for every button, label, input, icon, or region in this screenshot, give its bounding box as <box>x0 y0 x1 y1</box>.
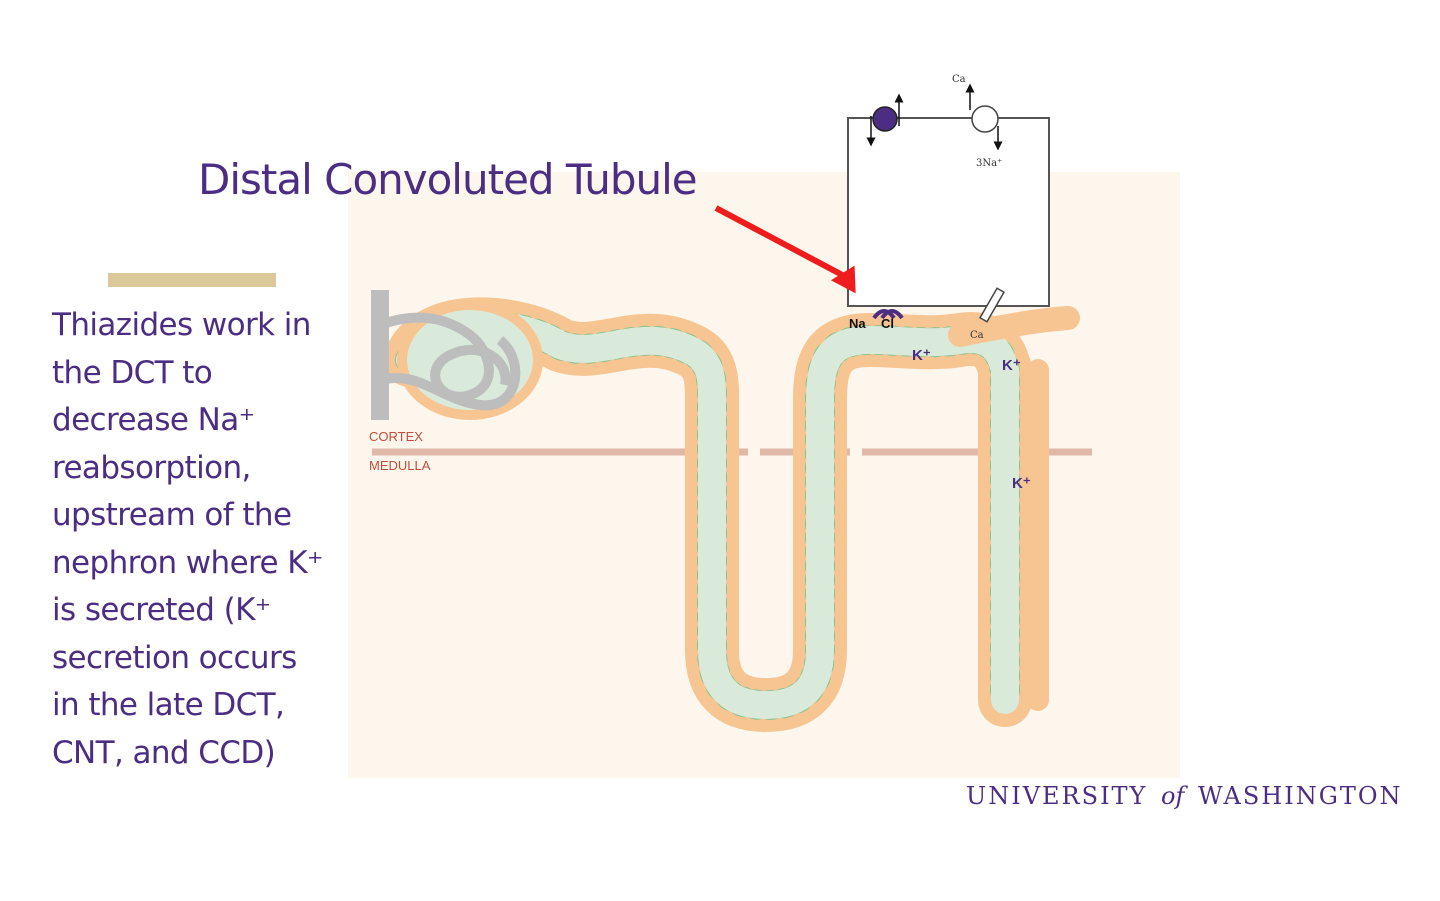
body-line: secretion occurs <box>52 639 297 676</box>
ca-top-label: Ca <box>952 74 966 85</box>
slide-title: Distal Convoluted Tubule <box>198 155 698 204</box>
body-line: Thiazides work in <box>52 307 311 343</box>
dct-cell <box>847 117 1050 307</box>
k-label-2: K⁺ <box>1002 357 1021 374</box>
logo-washington: WASHINGTON <box>1198 782 1403 810</box>
ca-channel-icon <box>979 287 1005 323</box>
k-label-1: K⁺ <box>912 347 931 364</box>
red-arrow-icon <box>714 205 856 294</box>
cortex-label: CORTEX <box>369 429 423 444</box>
cl-label: Cl <box>881 316 894 331</box>
na-k-atpase-pump-icon <box>866 93 904 147</box>
gold-accent-bar <box>108 273 276 287</box>
body-line: decrease Na⁺ <box>52 402 255 438</box>
body-line: the DCT to <box>52 354 213 391</box>
ca-apical-label: Ca <box>970 330 984 341</box>
logo-of: of <box>1161 782 1185 810</box>
na3-label: 3Na⁺ <box>976 158 1002 169</box>
university-logo: UNIVERSITY of WASHINGTON <box>966 782 1403 810</box>
body-line: in the late DCT, <box>52 687 285 723</box>
body-line: upstream of the <box>52 497 292 533</box>
logo-university: UNIVERSITY <box>966 782 1148 810</box>
nacl-cotransporter-icon <box>872 309 904 320</box>
body-line: CNT, and CCD) <box>52 734 276 771</box>
na-ca-exchanger-icon <box>965 83 1003 151</box>
k-label-3: K⁺ <box>1012 475 1031 492</box>
glomerulus <box>371 290 543 420</box>
nephron-tubule <box>383 297 1080 732</box>
body-text: Thiazides work in the DCT to decrease Na… <box>52 302 352 777</box>
body-line: nephron where K⁺ <box>52 544 323 581</box>
body-line: reabsorption, <box>52 449 251 486</box>
na-label: Na <box>849 316 866 331</box>
medulla-label: MEDULLA <box>369 458 431 473</box>
body-line: is secreted (K⁺ <box>52 592 271 628</box>
